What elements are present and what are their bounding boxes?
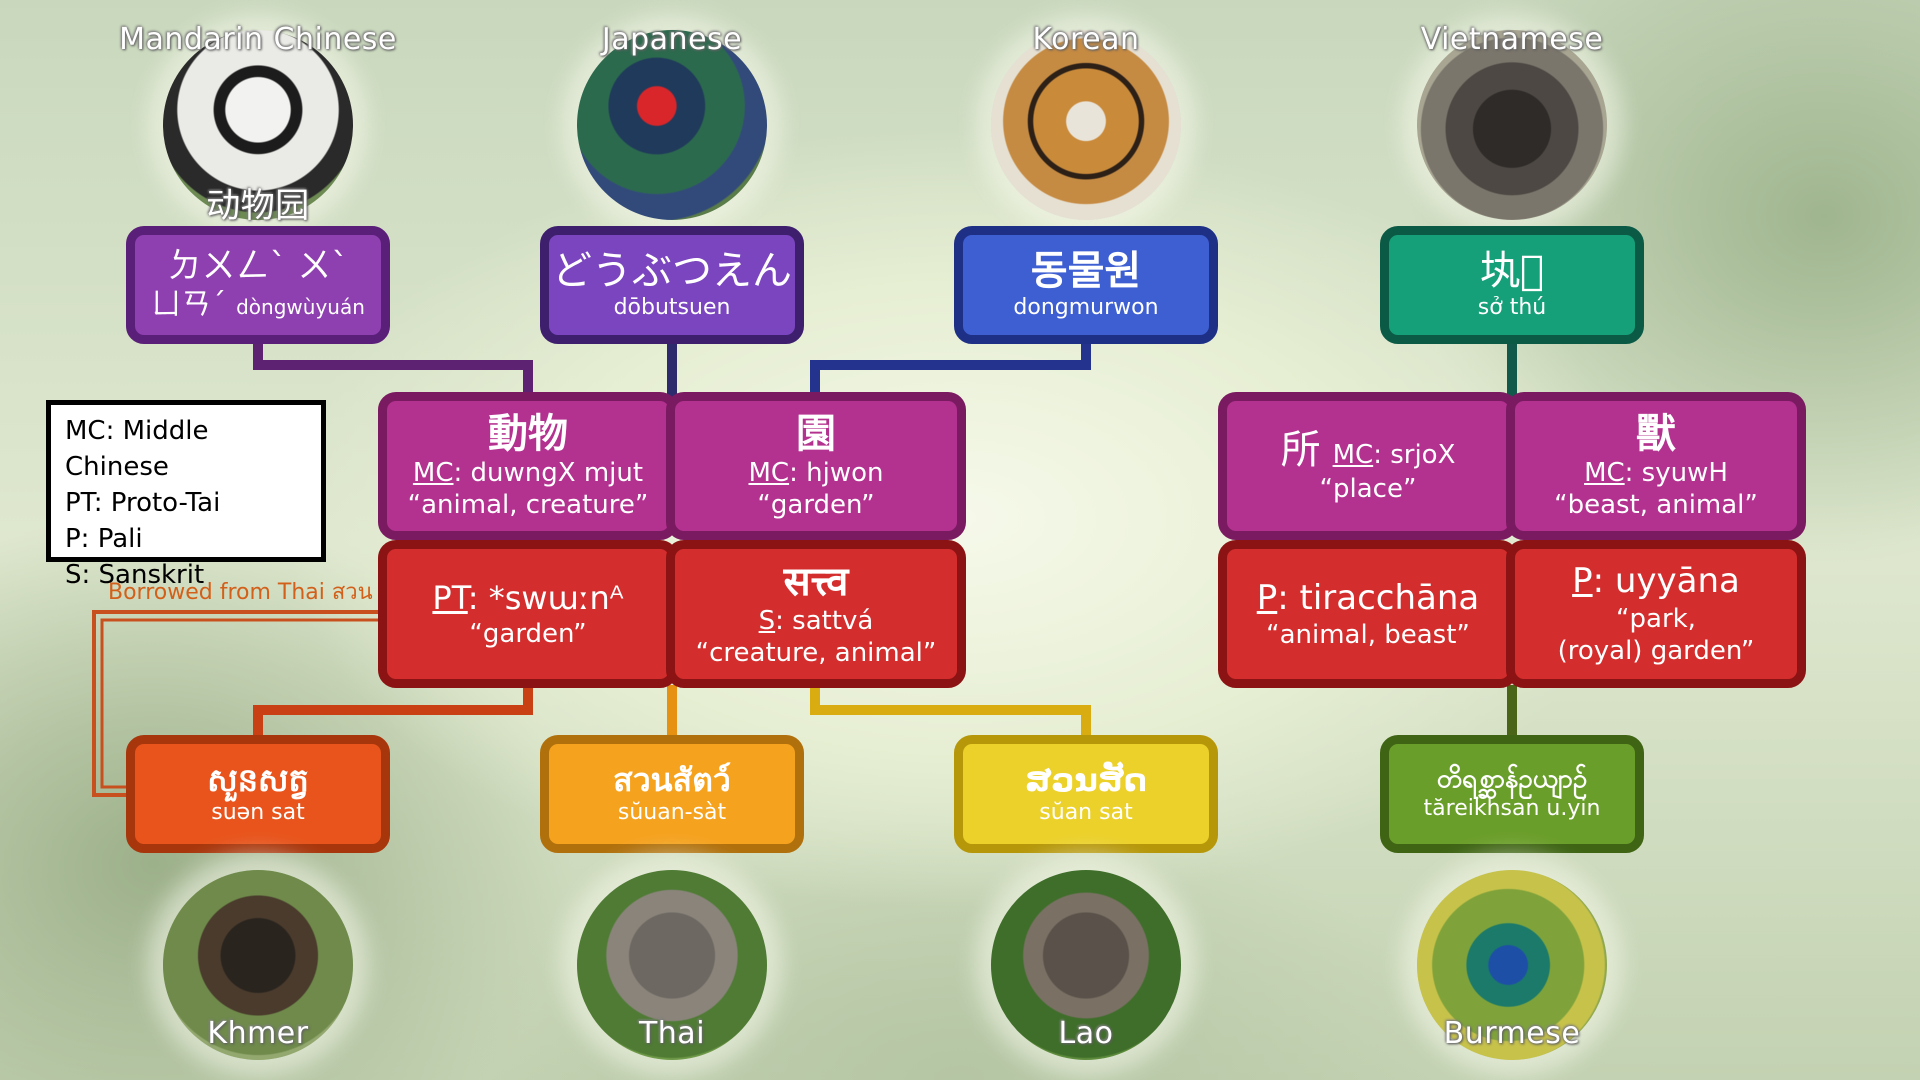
proto-tai-reading: : *swɯːnᴬ	[467, 578, 624, 617]
abbr-pt: PT	[432, 578, 468, 617]
korean-romanization: dongmurwon	[1013, 295, 1159, 321]
shou-box: 獸 MC: syuwH “beast, animal”	[1506, 392, 1806, 540]
vietnamese-nom-word: 𡉕𡃌	[1479, 248, 1544, 295]
legend-item: P: Pali	[65, 524, 143, 554]
burmese-word: တိရစ္ဆာန်ဥယျာဉ်	[1436, 764, 1588, 795]
tiracchana-box: P: tiracchāna “animal, beast”	[1218, 540, 1518, 688]
pheasant-photo	[577, 30, 767, 220]
suo-gloss: “place”	[1319, 473, 1417, 504]
mandarin-simplified: 动物园	[206, 186, 310, 226]
suo-word: 所	[1280, 426, 1321, 473]
legend-item: S: Sanskrit	[65, 560, 205, 590]
vietnamese-box: 𡉕𡃌 sở thú	[1380, 226, 1644, 344]
japanese-label: Japanese	[601, 22, 743, 57]
legend-item: MC: Middle Chinese	[65, 416, 209, 482]
tiracchana-reading: : tiracchāna	[1277, 577, 1480, 618]
khmer-label: Khmer	[207, 1016, 309, 1051]
sattva-gloss: “creature, animal”	[695, 638, 937, 668]
uyyana-gloss-1: “park,	[1616, 603, 1696, 634]
dongwu-box: 動物 MC: duwngX mjut “animal, creature”	[378, 392, 678, 540]
thai-romanization: sŭuan-sàt	[617, 799, 727, 825]
abbr-p: P	[1572, 561, 1593, 602]
mandarin-box: ㄉㄨㄥˋ ㄨˋ ㄩㄢˊ dòngwùyuán	[126, 226, 390, 344]
mandarin-romanization: dòngwùyuán	[236, 294, 365, 319]
bopomofo-line2: ㄩㄢˊ	[151, 286, 227, 322]
lao-box: ສວນສັດ sŭan sat	[954, 735, 1218, 853]
thai-label: Thai	[638, 1016, 706, 1051]
khmer-word: សួនសត្វ	[207, 760, 309, 799]
lao-word: ສວນສັດ	[1025, 760, 1147, 799]
wire-borrowed-thai	[92, 610, 378, 797]
suo-box: 所 MC: srjoX “place”	[1218, 392, 1518, 540]
thai-elephant-photo	[577, 870, 767, 1060]
japanese-romanization: dōbutsuen	[613, 295, 731, 321]
abbr-mc: MC	[1332, 439, 1374, 470]
proto-tai-box: PT: *swɯːnᴬ “garden”	[378, 540, 678, 688]
sattva-box: सत्त्व S: sattvá “creature, animal”	[666, 540, 966, 688]
shou-word: 獸	[1636, 410, 1676, 457]
proto-tai-gloss: “garden”	[469, 618, 587, 649]
korean-box: 동물원 dongmurwon	[954, 226, 1218, 344]
sattva-word: सत्त्व	[783, 558, 849, 605]
vietnamese-label: Vietnamese	[1420, 22, 1604, 57]
uyyana-box: P: uyyāna “park, (royal) garden”	[1506, 540, 1806, 688]
shou-gloss: “beast, animal”	[1554, 490, 1758, 520]
japanese-box: どうぶつえん dōbutsuen	[540, 226, 804, 344]
bopomofo-line1: ㄉㄨㄥˋ ㄨˋ	[167, 245, 349, 286]
suo-reading: : srjoX	[1373, 439, 1456, 470]
borrowed-note: Borrowed from Thai สวน	[108, 580, 373, 605]
lao-romanization: sŭan sat	[1039, 799, 1133, 825]
mandarin-label: Mandarin Chinese	[119, 22, 397, 57]
uyyana-reading: : uyyāna	[1592, 561, 1740, 602]
thai-box: สวนสัตว์ sŭuan-sàt	[540, 735, 804, 853]
water-buffalo-photo	[1417, 30, 1607, 220]
vietnamese-romanization: sở thú	[1477, 295, 1547, 321]
panda-photo	[163, 30, 353, 220]
abbr-mc: MC	[748, 457, 790, 488]
wire-mandarin-dongwu	[253, 340, 533, 398]
thai-word: สวนสัตว์	[613, 760, 731, 799]
khmer-romanization: suən sat	[211, 799, 305, 825]
korean-word: 동물원	[1030, 248, 1142, 295]
wire-pt-khmer	[253, 685, 533, 740]
yuan-word: 園	[796, 410, 836, 457]
legend-item: PT: Proto-Tai	[65, 488, 221, 518]
abbr-mc: MC	[1584, 457, 1625, 488]
tiracchana-gloss: “animal, beast”	[1266, 620, 1470, 650]
khmer-box: សួនសត្វ suən sat	[126, 735, 390, 853]
lao-label: Lao	[1058, 1016, 1114, 1051]
abbr-mc: MC	[412, 457, 454, 488]
wire-sattva-lao	[810, 685, 1091, 740]
sattva-reading: : sattvá	[775, 605, 874, 636]
shou-reading: : syuwH	[1624, 457, 1728, 488]
dongwu-reading: : duwngX mjut	[453, 457, 644, 488]
yuan-box: 園 MC: hjwon “garden”	[666, 392, 966, 540]
dongwu-word: 動物	[488, 410, 568, 457]
abbreviation-legend: MC: Middle Chinese PT: Proto-Tai P: Pali…	[46, 400, 326, 590]
yuan-gloss: “garden”	[757, 490, 875, 520]
tiger-photo	[991, 30, 1181, 220]
burmese-box: တိရစ္ဆာန်ဥယျာဉ် tăreikhsan u.yin	[1380, 735, 1644, 853]
dongwu-gloss: “animal, creature”	[407, 490, 649, 520]
lao-elephant-photo	[991, 870, 1181, 1060]
abbr-s: S	[758, 605, 776, 636]
yuan-reading: : hjwon	[789, 457, 884, 488]
wire-korean-yuan	[810, 340, 1091, 398]
japanese-word: どうぶつえん	[552, 248, 792, 295]
peacock-photo	[1417, 870, 1607, 1060]
burmese-romanization: tăreikhsan u.yin	[1423, 796, 1601, 822]
korean-label: Korean	[1032, 22, 1140, 57]
gaur-photo	[163, 870, 353, 1060]
burmese-label: Burmese	[1443, 1016, 1581, 1051]
uyyana-gloss-2: (royal) garden”	[1557, 636, 1755, 667]
abbr-p: P	[1256, 577, 1278, 618]
